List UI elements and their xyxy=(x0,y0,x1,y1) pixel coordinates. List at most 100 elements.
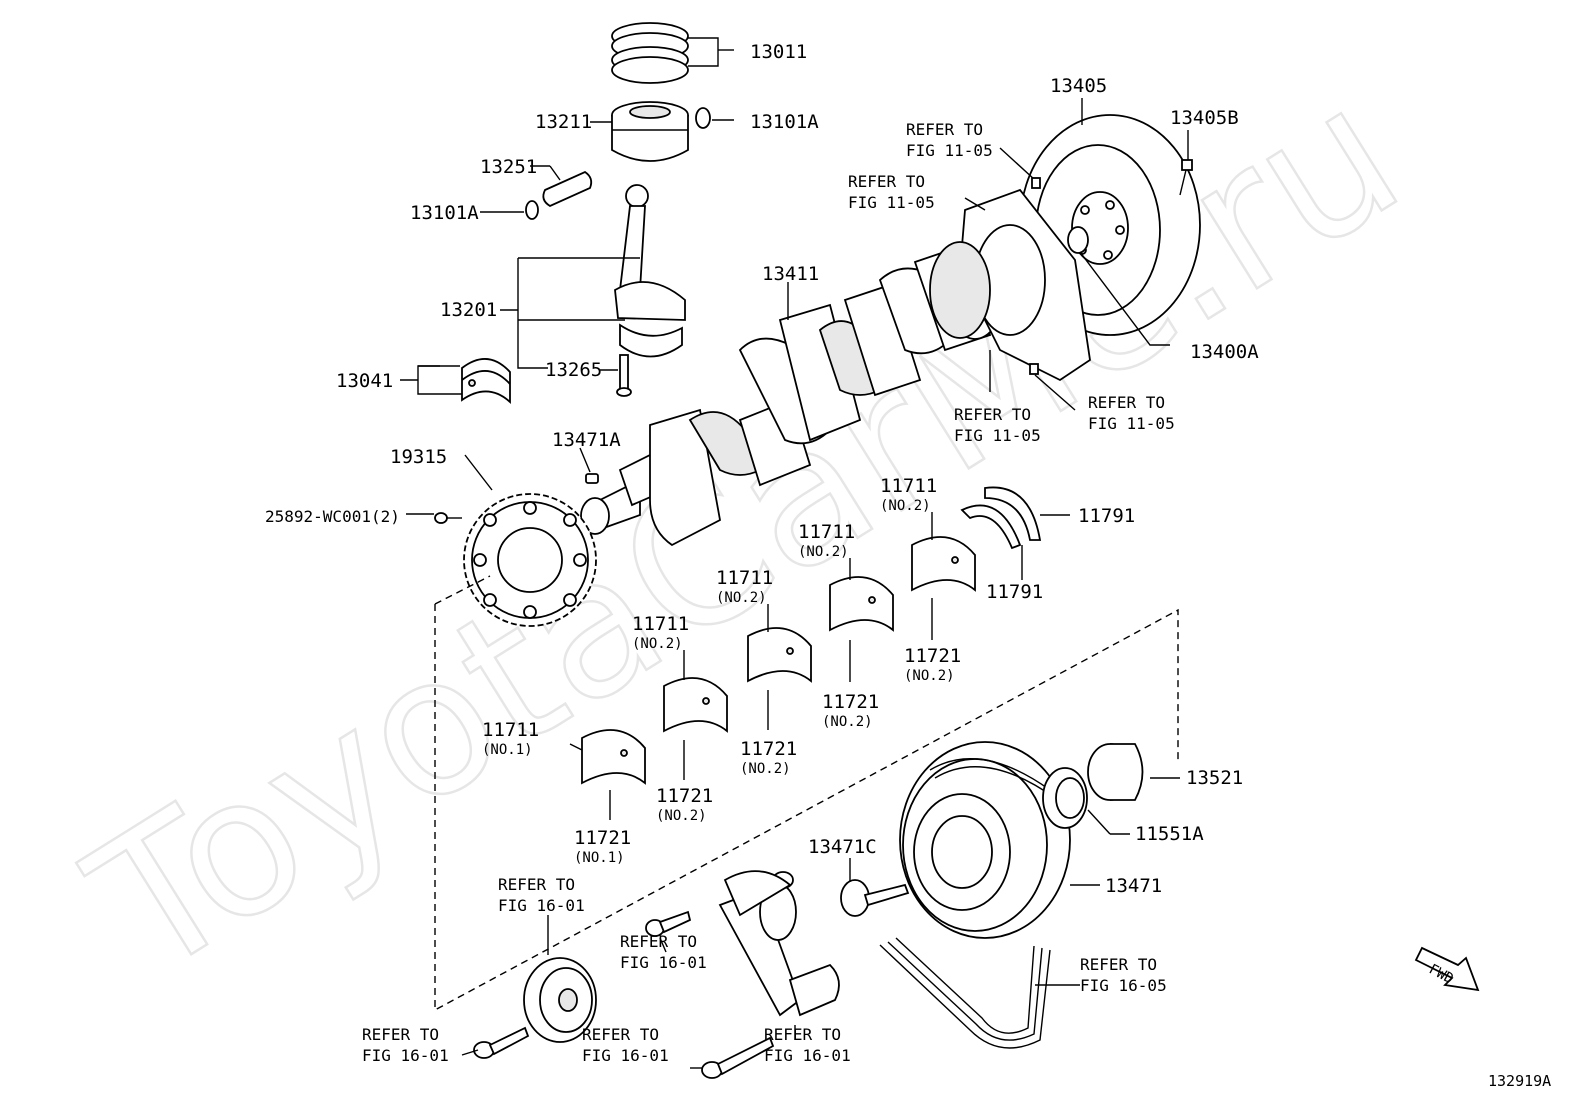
refer-fig-11-05-c[interactable]: REFER TO FIG 11-05 xyxy=(954,405,1041,445)
svg-text:REFER TO: REFER TO xyxy=(1088,393,1165,412)
callout-19315[interactable]: 19315 xyxy=(390,446,447,468)
callout-11791-right[interactable]: 11791 xyxy=(1078,505,1135,527)
refer-fig-16-01-idler[interactable]: REFER TO FIG 16-01 xyxy=(498,875,585,915)
refer-fig-16-01-bracket[interactable]: REFER TO FIG 16-01 xyxy=(764,1025,851,1065)
callout-13201[interactable]: 13201 xyxy=(440,299,497,321)
refer-fig-16-01-bolt-mid[interactable]: REFER TO FIG 16-01 xyxy=(582,1025,669,1065)
callout-bearing-lower-3[interactable]: 11721 xyxy=(740,738,797,760)
svg-text:FIG 16-01: FIG 16-01 xyxy=(498,896,585,915)
callout-13521[interactable]: 13521 xyxy=(1186,767,1243,789)
callout-13471c[interactable]: 13471C xyxy=(808,836,877,858)
svg-text:REFER TO: REFER TO xyxy=(620,932,697,951)
retainer-bolt[interactable] xyxy=(1031,177,1041,189)
callout-13405[interactable]: 13405 xyxy=(1050,75,1107,97)
connecting-rod[interactable] xyxy=(614,184,686,358)
idler-bolt[interactable] xyxy=(473,1026,530,1059)
diagram-id: 132919A xyxy=(1488,1072,1551,1090)
refer-fig-11-05-b[interactable]: REFER TO FIG 11-05 xyxy=(848,172,935,212)
idler-pulley[interactable] xyxy=(523,957,597,1043)
refer-fig-16-01-tensioner[interactable]: REFER TO FIG 16-01 xyxy=(620,932,707,972)
callout-bearing-upper-5-note: (NO.1) xyxy=(482,742,533,758)
svg-text:FIG 11-05: FIG 11-05 xyxy=(1088,414,1175,433)
rod-bearing[interactable] xyxy=(461,358,511,405)
callout-11551a[interactable]: 11551A xyxy=(1135,823,1204,845)
refer-fig-16-01-bolt-left[interactable]: REFER TO FIG 16-01 xyxy=(362,1025,449,1065)
callout-bearing-upper-4-note: (NO.2) xyxy=(632,636,683,652)
callout-bearing-lower-5-note: (NO.1) xyxy=(574,850,625,866)
callout-13471[interactable]: 13471 xyxy=(1105,875,1162,897)
snap-ring-top[interactable] xyxy=(695,107,711,129)
main-bearing-set-5[interactable] xyxy=(581,729,646,785)
thrust-washer-lower[interactable] xyxy=(960,504,1022,550)
callout-bearing-lower-2[interactable]: 11721 xyxy=(822,691,879,713)
callout-13101a-top[interactable]: 13101A xyxy=(750,111,819,133)
callout-bearing-lower-5[interactable]: 11721 xyxy=(574,827,631,849)
svg-text:FIG 11-05: FIG 11-05 xyxy=(954,426,1041,445)
flywheel-bolt[interactable] xyxy=(1179,159,1193,196)
svg-text:REFER TO: REFER TO xyxy=(906,120,983,139)
callout-bearing-upper-5[interactable]: 11711 xyxy=(482,719,539,741)
front-oil-seal[interactable] xyxy=(1042,767,1088,829)
pulley-bolt[interactable] xyxy=(840,879,910,917)
callout-13405b[interactable]: 13405B xyxy=(1170,107,1239,129)
snap-ring-left[interactable] xyxy=(525,200,539,220)
rotor-bolt[interactable] xyxy=(434,512,462,524)
callout-11791-low[interactable]: 11791 xyxy=(986,581,1043,603)
leader-13011 xyxy=(688,37,719,67)
crank-sprocket[interactable] xyxy=(1087,743,1144,801)
refer-fig-11-05-a[interactable]: REFER TO FIG 11-05 xyxy=(906,120,993,160)
svg-text:FIG 16-05: FIG 16-05 xyxy=(1080,976,1167,995)
callout-13041[interactable]: 13041 xyxy=(336,370,393,392)
svg-text:REFER TO: REFER TO xyxy=(954,405,1031,424)
callout-13265[interactable]: 13265 xyxy=(545,359,602,381)
crank-key[interactable] xyxy=(585,473,599,484)
rear-oil-seal-retainer[interactable] xyxy=(929,188,1091,382)
callout-bearing-lower-1[interactable]: 11721 xyxy=(904,645,961,667)
dowel-pin[interactable] xyxy=(1029,363,1039,375)
piston[interactable] xyxy=(611,101,689,162)
callout-13400a[interactable]: 13400A xyxy=(1190,341,1259,363)
callout-13211[interactable]: 13211 xyxy=(535,111,592,133)
callout-25892-wc001[interactable]: 25892-WC001(2) xyxy=(265,507,400,526)
svg-text:FIG 11-05: FIG 11-05 xyxy=(848,193,935,212)
crank-timing-rotor[interactable] xyxy=(463,493,597,627)
tensioner-bolt-bottom[interactable] xyxy=(701,1036,775,1079)
callout-13411[interactable]: 13411 xyxy=(762,263,819,285)
callout-bearing-upper-2[interactable]: 11711 xyxy=(798,521,855,543)
v-ribbed-belt[interactable] xyxy=(879,937,1051,1049)
callout-bearing-upper-1-note: (NO.2) xyxy=(880,498,931,514)
callout-13251[interactable]: 13251 xyxy=(480,156,537,178)
callout-bearing-lower-4[interactable]: 11721 xyxy=(656,785,713,807)
tensioner-bolt-top[interactable] xyxy=(645,910,692,937)
svg-text:FIG 11-05: FIG 11-05 xyxy=(906,141,993,160)
refer-fig-16-05[interactable]: REFER TO FIG 16-05 xyxy=(1080,955,1167,995)
callout-13011[interactable]: 13011 xyxy=(750,41,807,63)
belt-tensioner[interactable] xyxy=(718,870,840,1017)
callout-13471a[interactable]: 13471A xyxy=(552,429,621,451)
callout-bearing-upper-4[interactable]: 11711 xyxy=(632,613,689,635)
callout-bearing-upper-3[interactable]: 11711 xyxy=(716,567,773,589)
svg-text:REFER TO: REFER TO xyxy=(848,172,925,191)
main-bearing-set-2[interactable] xyxy=(829,576,894,632)
callout-13101a-left[interactable]: 13101A xyxy=(410,202,479,224)
svg-text:FIG 16-01: FIG 16-01 xyxy=(582,1046,669,1065)
svg-text:REFER TO: REFER TO xyxy=(498,875,575,894)
thrust-washer-upper[interactable] xyxy=(984,486,1042,541)
main-bearing-set-1[interactable] xyxy=(911,536,976,592)
piston-rings[interactable] xyxy=(611,22,689,84)
piston-pin[interactable] xyxy=(542,170,593,208)
svg-text:REFER TO: REFER TO xyxy=(362,1025,439,1044)
rod-bolt[interactable] xyxy=(616,354,632,397)
refer-fig-11-05-d[interactable]: REFER TO FIG 11-05 xyxy=(1088,393,1175,433)
callout-bearing-lower-2-note: (NO.2) xyxy=(822,714,873,730)
crank-pulley[interactable] xyxy=(899,741,1071,939)
main-bearing-set-4[interactable] xyxy=(663,677,728,733)
svg-text:REFER TO: REFER TO xyxy=(1080,955,1157,974)
pilot-bushing[interactable] xyxy=(1067,226,1089,254)
callout-bearing-upper-2-note: (NO.2) xyxy=(798,544,849,560)
callout-bearing-upper-3-note: (NO.2) xyxy=(716,590,767,606)
callout-bearing-upper-1[interactable]: 11711 xyxy=(880,475,937,497)
main-bearing-set-3[interactable] xyxy=(747,627,812,683)
